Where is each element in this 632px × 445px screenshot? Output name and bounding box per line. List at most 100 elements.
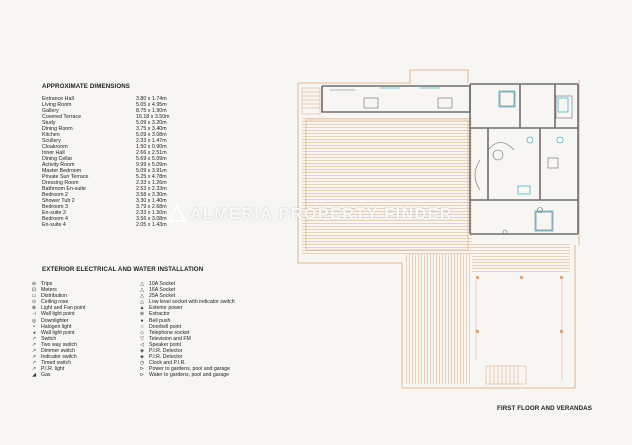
- legend-item: ↗ Indicator switch: [27, 354, 135, 360]
- legend-label: Doorbell point: [149, 323, 182, 330]
- dimension-room: Activity Room: [42, 162, 75, 169]
- legend-label: Dimmer switch: [41, 348, 76, 355]
- legend-symbol-icon: ↗: [31, 354, 37, 361]
- dimension-room: Bedroom 4: [42, 216, 68, 223]
- legend-item: ⊕Extractor: [135, 311, 235, 317]
- legend-item: ◎Downlighter: [27, 318, 135, 324]
- legend-symbol-icon: ◈: [140, 354, 144, 361]
- legend-item: ↗Switch: [27, 336, 135, 342]
- dimension-room: En-suite 3: [42, 210, 66, 217]
- legend-symbol-icon: ⊗: [31, 305, 37, 312]
- legend-symbol-icon: ▽: [140, 335, 144, 342]
- blue-fixtures: [380, 87, 569, 232]
- dimension-size: 2.05 x 1.43m: [136, 222, 167, 229]
- dimensions-title: APPROXIMATE DIMENSIONS: [42, 83, 131, 90]
- legend-label: 10A Socket: [149, 281, 176, 287]
- dimension-size: 1.50 x 0.90m: [136, 144, 167, 151]
- legend-label: Halogen light: [41, 323, 72, 330]
- legend-symbol-icon: ↗: [31, 341, 37, 348]
- legend-symbol-icon: ⊣: [31, 311, 37, 318]
- legend-symbol-icon: ◢: [32, 372, 36, 379]
- bed-master-icon: [499, 91, 515, 107]
- legend-item: ⊳ Power to gardens, pool and garage: [135, 366, 235, 372]
- legend-label: Exterior power: [149, 305, 183, 312]
- legend-symbol-icon: ↗: [31, 366, 37, 373]
- legend-symbol-icon: △: [140, 293, 144, 300]
- dimension-size: 5.09 x 3.08m: [136, 132, 167, 139]
- veranda-stair: [485, 365, 527, 385]
- legend-label: Power to gardens, pool and garage: [149, 366, 231, 373]
- legend-label: Telephone socket: [149, 329, 190, 336]
- legend-label: Water to gardens, pool and garage: [149, 372, 229, 379]
- legend-item: ▭Distribution: [27, 293, 135, 299]
- legend-symbol-icon: ⊡: [31, 287, 37, 294]
- legend-item: △Low level socket with indicator switch: [135, 299, 235, 305]
- dimension-size: 8.75 x 1.90m: [136, 108, 167, 115]
- legend-item: ◢Gas: [27, 372, 135, 378]
- legend-column-2: △10A Socket△16A Socket△25A Socket△Low le…: [135, 281, 235, 379]
- legend-item: ●Bell push: [135, 318, 235, 324]
- legend-label: Light and Fan point: [41, 305, 86, 312]
- legend-item: ◇ Telephone socket: [135, 330, 235, 336]
- legend-symbol-icon: △: [140, 287, 144, 294]
- legend-symbol-icon: ⊕: [139, 311, 145, 318]
- first-floor-walls: [321, 83, 579, 235]
- legend-item: ⊣ Wall light point: [27, 311, 135, 317]
- veranda-deck: [406, 254, 472, 384]
- legend-symbol-icon: ⊳: [139, 366, 145, 373]
- dimension-room: Study: [42, 120, 56, 127]
- legend-item: • Halogen light: [27, 324, 135, 330]
- legend-symbol-icon: ◂: [32, 329, 36, 336]
- dimension-size: 2.53 x 2.33m: [136, 186, 167, 193]
- dimension-room: Covered Terrace: [42, 114, 82, 121]
- legend-label: Trips: [41, 281, 53, 287]
- bed-2-icon: [535, 211, 553, 231]
- dimension-room: En-suite 4: [42, 222, 66, 229]
- legend-item: ○Doorbell point: [135, 324, 235, 330]
- legend-label: P.I.R. Detector: [149, 354, 183, 361]
- legend-label: Distribution: [41, 293, 67, 300]
- dimension-size: 3.30 x 1.40m: [136, 198, 167, 205]
- terrace-stair: [301, 87, 321, 115]
- dimension-size: 3.75 x 3.40m: [136, 126, 167, 133]
- legend-label: 16A Socket: [149, 287, 176, 294]
- legend-item: ↗Dimmer switch: [27, 348, 135, 354]
- legend-symbol-icon: ●: [140, 317, 144, 324]
- covered-terrace-deck: [302, 116, 472, 254]
- legend-item: ↗P.I.R. light: [27, 366, 135, 372]
- dimension-room: Bathroom En-suite: [42, 186, 86, 193]
- legend-symbol-icon: ▲: [139, 305, 145, 312]
- legend-symbol-icon: ◷: [139, 360, 145, 367]
- legend-label: Wall light point: [41, 311, 75, 318]
- legend-symbol-icon: ↗: [31, 335, 37, 342]
- dimension-room: Private Sun Terrace: [42, 174, 89, 181]
- dimension-size: 3.80 x 1.74m: [136, 96, 167, 102]
- dimension-size: 2.33 x 1.47m: [136, 138, 167, 145]
- legend-item: △ 16A Socket: [135, 287, 235, 293]
- legend-symbol-icon: •: [33, 323, 35, 330]
- dimension-room: Bedroom 3: [42, 204, 68, 211]
- legend-symbol-icon: ◇: [140, 329, 144, 336]
- legend-item: ◁Speaker point: [135, 342, 235, 348]
- legend-label: Low level socket with indicator switch: [149, 299, 235, 306]
- dimension-room: Living Room: [42, 102, 72, 109]
- legend-item: ◷Clock and P.I.R.: [135, 360, 235, 366]
- legend-label: Indicator switch: [41, 354, 77, 361]
- dimension-room: Dressing Room: [42, 180, 79, 187]
- dimension-size: 3.58 x 3.30m: [136, 192, 167, 199]
- dimension-row: Bathroom En-suite 2.53 x 2.33m: [42, 186, 182, 192]
